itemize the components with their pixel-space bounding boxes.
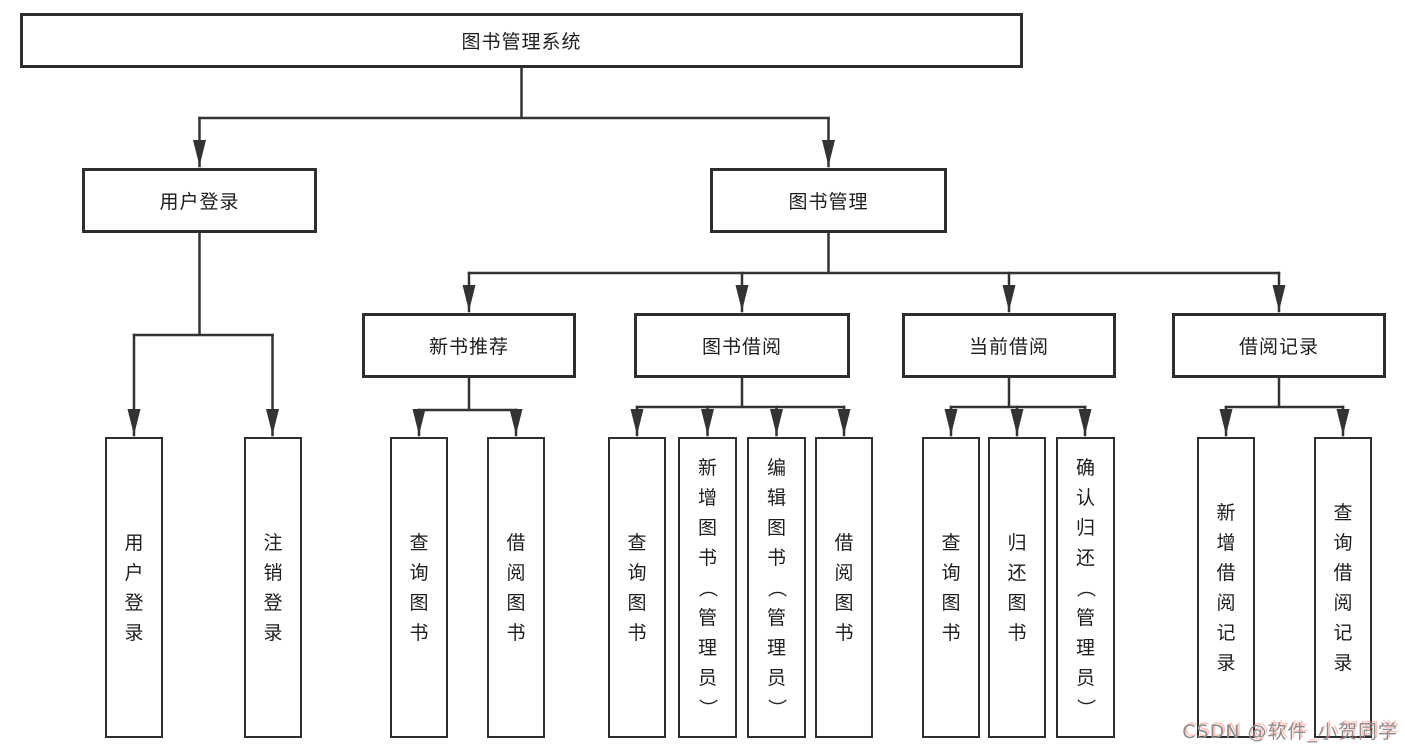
leaf-nb-query-books: 查询图书 (390, 437, 448, 738)
connector-book-management-split (467, 231, 1281, 275)
leaf-cb-query-books: 查询图书 (922, 437, 980, 738)
connector-root-split (198, 66, 830, 120)
leaf-bb-edit-books-admin: 编辑图书（管理员） (747, 437, 806, 738)
leaf-bb-query-books: 查询图书 (608, 437, 666, 738)
node-new-book-recommend-label: 新书推荐 (428, 336, 509, 358)
csdn-watermark: CSDN @软件_小贺同学 (1182, 721, 1398, 743)
leaf-br-add-record: 新增借阅记录 (1197, 437, 1255, 738)
node-user-login: 用户登录 (82, 168, 317, 233)
node-current-borrow: 当前借阅 (902, 313, 1116, 378)
node-user-login-label: 用户登录 (159, 191, 240, 213)
node-book-management: 图书管理 (710, 168, 947, 233)
connector-current-borrow-split (949, 376, 1087, 409)
node-borrow-records: 借阅记录 (1172, 313, 1386, 378)
node-new-book-recommend: 新书推荐 (362, 313, 576, 378)
node-borrow-records-label: 借阅记录 (1238, 336, 1319, 358)
node-root-system: 图书管理系统 (20, 13, 1023, 68)
connector-user-login-split (132, 231, 274, 337)
leaf-user-login: 用户登录 (105, 437, 163, 738)
node-book-borrow: 图书借阅 (634, 313, 850, 378)
leaf-logout: 注销登录 (244, 437, 302, 738)
node-book-management-label: 图书管理 (788, 191, 869, 213)
leaf-br-query-record: 查询借阅记录 (1314, 437, 1372, 738)
leaf-nb-borrow-books: 借阅图书 (487, 437, 545, 738)
connector-book-borrow-split (635, 376, 846, 409)
leaf-bb-borrow-books: 借阅图书 (815, 437, 873, 738)
node-root-label: 图书管理系统 (461, 31, 582, 53)
node-book-borrow-label: 图书借阅 (701, 336, 782, 358)
connector-borrow-records-split (1224, 376, 1345, 409)
node-current-borrow-label: 当前借阅 (968, 336, 1049, 358)
connector-new-books-split (417, 376, 518, 412)
leaf-bb-add-books-admin: 新增图书（管理员） (678, 437, 737, 738)
leaf-cb-confirm-return-admin: 确认归还（管理员） (1056, 437, 1115, 738)
leaf-cb-return-books: 归还图书 (988, 437, 1046, 738)
